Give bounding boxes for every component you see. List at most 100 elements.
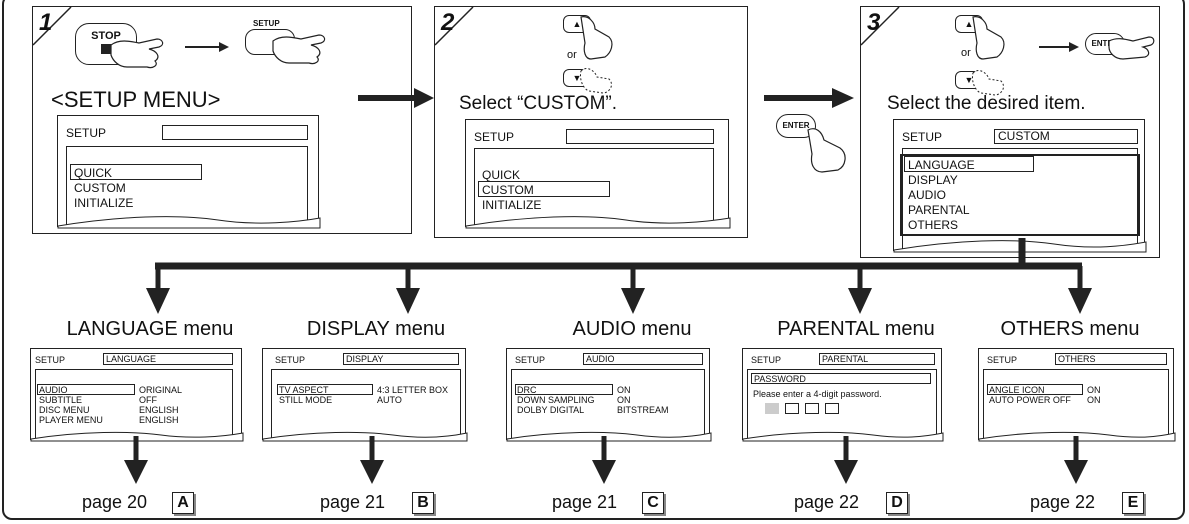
parental-menu-title: PARENTAL menu <box>777 318 935 340</box>
option-auto-power-off-label[interactable]: AUTO POWER OFF <box>989 395 1071 405</box>
option-subtitle-label[interactable]: SUBTITLE <box>39 395 83 405</box>
hand-press-icon <box>972 16 1005 60</box>
screen-title: SETUP <box>66 126 107 140</box>
language-menu-screen[interactable]: SETUP LANGUAGE AUDIO ORIGINAL SUBTITLE O… <box>30 348 244 442</box>
letter-badge-e: E <box>1122 492 1144 514</box>
up-arrow-icon: ▲ <box>964 19 974 29</box>
menu-item-initialize[interactable]: INITIALIZE <box>74 196 134 210</box>
page-ref-others[interactable]: page 22 <box>1030 492 1096 512</box>
menu-item-parental[interactable]: PARENTAL <box>908 203 970 217</box>
arrow-right-icon <box>764 88 854 108</box>
step-number-badge: 1 <box>32 6 77 46</box>
stop-button-label: STOP <box>91 30 121 42</box>
menu-item-others[interactable]: OTHERS <box>908 218 959 232</box>
menu-item-quick[interactable]: QUICK <box>482 168 521 182</box>
screen-field: PARENTAL <box>819 353 935 365</box>
setup-button-label: SETUP <box>253 19 280 28</box>
step-3-panel: 3 ▲ or ▼ ENTER Select the desired item. … <box>860 6 1160 258</box>
arrow-down-icon <box>621 266 645 314</box>
arrow-down-icon <box>834 436 858 484</box>
enter-button-label: ENTER <box>782 121 810 130</box>
enter-button[interactable]: ENTER <box>776 114 816 138</box>
screen-field: AUDIO <box>583 353 703 365</box>
others-menu-screen[interactable]: SETUP OTHERS ANGLE ICON ON AUTO POWER OF… <box>978 348 1176 442</box>
screen-title: SETUP <box>902 130 943 144</box>
screen-bottom-curve-icon <box>506 431 712 442</box>
option-drc-value: ON <box>617 385 631 395</box>
others-menu-title: OTHERS menu <box>1000 318 1140 340</box>
menu-item-language[interactable]: LANGUAGE <box>908 158 975 172</box>
arrow-down-icon <box>1068 266 1092 314</box>
audio-menu-screen[interactable]: SETUP AUDIO DRC ON DOWN SAMPLING ON DOLB… <box>506 348 712 442</box>
screen-field: LANGUAGE <box>103 353 233 365</box>
step-number-badge: 3 <box>860 6 905 46</box>
menu-item-initialize[interactable]: INITIALIZE <box>482 198 542 212</box>
display-menu-screen[interactable]: SETUP DISPLAY TV ASPECT 4:3 LETTER BOX S… <box>262 348 468 442</box>
arrow-right-icon <box>185 42 229 52</box>
option-down-sampling-label[interactable]: DOWN SAMPLING <box>517 395 595 405</box>
down-arrow-icon: ▼ <box>572 73 582 83</box>
screen-title: SETUP <box>751 355 782 365</box>
setup-screen: SETUP QUICK CUSTOM INITIALIZE <box>57 115 321 229</box>
screen-inner <box>511 369 705 441</box>
option-disc-menu-label[interactable]: DISC MENU <box>39 405 90 415</box>
screen-field: OTHERS <box>1055 353 1167 365</box>
items-group-outline <box>900 154 1140 236</box>
menu-item-custom[interactable]: CUSTOM <box>482 183 534 197</box>
page-ref-display[interactable]: page 21 <box>320 492 386 512</box>
digit-2-box[interactable] <box>785 403 799 414</box>
option-subtitle-value: OFF <box>139 395 157 405</box>
step-corner-icon <box>32 6 72 46</box>
hand-press-icon <box>807 128 846 173</box>
page-ref-parental[interactable]: page 22 <box>794 492 860 512</box>
option-angle-icon-value: ON <box>1087 385 1101 395</box>
option-tv-aspect-label[interactable]: TV ASPECT <box>279 385 329 395</box>
menu-item-audio[interactable]: AUDIO <box>908 188 947 202</box>
password-field: PASSWORD <box>751 373 931 384</box>
option-dolby-digital-label[interactable]: DOLBY DIGITAL <box>517 405 585 415</box>
screen-inner <box>66 146 308 226</box>
menu-item-display[interactable]: DISPLAY <box>908 173 958 187</box>
digit-4-box[interactable] <box>825 403 839 414</box>
screen-title: SETUP <box>515 355 546 365</box>
screen-field <box>162 125 308 140</box>
screen-inner <box>474 148 714 228</box>
screen-title: SETUP <box>275 355 306 365</box>
step-number: 2 <box>441 9 455 36</box>
digit-3-box[interactable] <box>805 403 819 414</box>
option-down-sampling-value: ON <box>617 395 631 405</box>
arrow-down-icon <box>592 436 616 484</box>
option-drc-label[interactable]: DRC <box>517 385 537 395</box>
screen-inner <box>35 369 233 441</box>
option-audio-label[interactable]: AUDIO <box>39 385 68 395</box>
language-menu-title: LANGUAGE menu <box>66 318 234 340</box>
selected-highlight <box>987 384 1083 395</box>
menu-item-custom[interactable]: CUSTOM <box>74 181 126 195</box>
screen-bottom-curve-icon <box>465 216 731 229</box>
letter-badge-d: D <box>886 492 908 514</box>
audio-menu-title: AUDIO menu <box>572 318 692 340</box>
option-disc-menu-value: ENGLISH <box>139 405 179 415</box>
screen-inner <box>983 369 1169 441</box>
screen-title: SETUP <box>35 355 66 365</box>
option-still-mode-label[interactable]: STILL MODE <box>279 395 333 405</box>
menu-item-quick[interactable]: QUICK <box>74 166 113 180</box>
stop-button[interactable]: STOP <box>75 23 137 65</box>
page-ref-language[interactable]: page 20 <box>82 492 148 512</box>
option-angle-icon-label[interactable]: ANGLE ICON <box>989 385 1045 395</box>
letter-badge-b: B <box>412 492 434 514</box>
option-player-menu-label[interactable]: PLAYER MENU <box>39 415 103 425</box>
digit-1-box[interactable] <box>765 403 779 414</box>
screen-bottom-curve-icon <box>742 431 944 442</box>
selected-highlight <box>277 384 373 395</box>
password-prompt: Please enter a 4-digit password. <box>753 389 882 399</box>
selected-highlight <box>70 164 202 180</box>
step-corner-icon <box>860 6 900 46</box>
arrow-down-icon <box>124 436 148 484</box>
page-ref-audio[interactable]: page 21 <box>552 492 618 512</box>
letter-badge-a: A <box>172 492 194 514</box>
step-number: 3 <box>867 9 881 36</box>
hand-press-icon <box>1108 36 1155 60</box>
parental-menu-screen[interactable]: SETUP PARENTAL PASSWORD Please enter a 4… <box>742 348 944 442</box>
up-arrow-icon: ▲ <box>572 19 582 29</box>
